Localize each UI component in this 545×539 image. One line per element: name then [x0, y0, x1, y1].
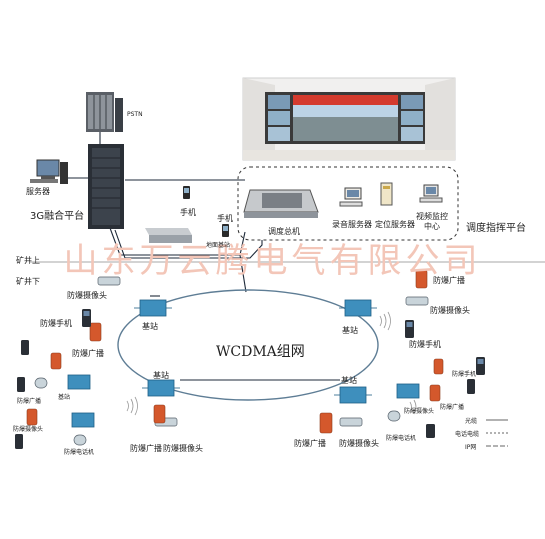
ex-phone-3	[476, 357, 485, 375]
camera-6	[387, 410, 401, 422]
camera-2	[405, 296, 429, 306]
broadcasts	[26, 269, 444, 434]
video-center-label: 视频监控中心	[416, 212, 448, 231]
dispatch-console	[243, 189, 319, 218]
base-station-4	[334, 386, 372, 404]
wcdma-ring	[117, 289, 379, 401]
watermark: 山东万云腾电气有限公司	[63, 241, 482, 281]
base-station-1	[134, 299, 172, 317]
ex-broadcast-label-3: 防爆广播	[130, 444, 162, 453]
legend-lines	[486, 419, 508, 447]
mine-up-label: 矿井上	[16, 256, 40, 265]
ex-phone-6	[467, 379, 475, 394]
server-label: 服务器	[26, 187, 50, 196]
ex-camera-label-3: 防爆摄像头	[163, 444, 203, 453]
base-stations	[67, 299, 420, 428]
cables	[62, 130, 340, 381]
broadcast-3	[153, 404, 166, 424]
broadcast-2	[415, 269, 428, 289]
ground-bs-label: 地面基站	[206, 242, 231, 249]
network-label: WCDMA组网	[216, 344, 305, 360]
broadcast-7	[429, 384, 441, 402]
ex-camera-label-4: 防爆摄像头	[339, 439, 379, 448]
video-center	[419, 184, 443, 203]
broadcast-6	[26, 408, 38, 426]
phone-top-icon	[183, 186, 190, 199]
legend-ip-net-label: IP网	[465, 444, 477, 451]
broadcast-5	[50, 352, 62, 370]
ex-phone-label-1: 防爆手机	[40, 319, 72, 328]
dispatch-hall-image	[242, 77, 456, 161]
base-station-6	[67, 374, 91, 390]
small-label-4: 防爆电话机	[64, 449, 95, 456]
legend-tel-cable-label: 电话电缆	[455, 431, 480, 438]
console-label: 调度总机	[268, 227, 300, 236]
ex-camera-label-1: 防爆摄像头	[67, 291, 107, 300]
ex-phone-1	[82, 309, 91, 327]
ex-broadcast-label-2: 防爆广播	[433, 276, 465, 285]
ex-phone-7	[15, 434, 23, 449]
broadcast-1	[89, 322, 102, 342]
location-server	[380, 182, 393, 206]
bs-label-4: 基站	[341, 376, 357, 385]
camera-7	[73, 434, 87, 446]
ex-phone-5	[17, 377, 25, 392]
small-label-6: 防爆广播	[440, 404, 465, 411]
base-station-5	[396, 383, 420, 399]
ground-base-station	[145, 228, 192, 243]
ex-phones	[15, 309, 485, 449]
loc-server-label: 定位服务器	[375, 220, 415, 229]
small-label-3: 防爆摄像头	[13, 426, 44, 433]
dispatch-platform-label: 调度指挥平台	[466, 223, 526, 234]
broadcast-8	[433, 358, 444, 375]
broadcast-4	[319, 412, 333, 434]
ex-phone-8	[426, 424, 435, 438]
camera-1	[97, 276, 121, 286]
server-computer	[30, 159, 68, 184]
ex-phone-4	[21, 340, 29, 355]
camera-4	[339, 417, 363, 427]
ex-camera-label-2: 防爆摄像头	[430, 306, 470, 315]
pstn-label: PSTN	[127, 111, 143, 118]
cameras	[34, 276, 429, 446]
base-station-2	[339, 299, 377, 317]
bs-label-2: 基站	[342, 326, 358, 335]
platform-cabinet	[88, 144, 124, 229]
ex-broadcast-label-1: 防爆广播	[72, 349, 104, 358]
bs-label-1: 基站	[142, 322, 158, 331]
ex-phone-2	[405, 320, 414, 338]
signal-waves	[126, 311, 417, 416]
camera-5	[34, 377, 48, 389]
recording-server	[339, 187, 363, 207]
pstn-rack	[86, 92, 123, 132]
small-label-5: 防爆摄像头	[404, 408, 435, 415]
bs-label-3: 基站	[153, 371, 169, 380]
ex-tel-label: 防爆电话机	[386, 435, 417, 442]
ex-broadcast-label-4: 防爆广播	[294, 439, 326, 448]
phone-top2-icon	[222, 224, 229, 237]
mine-down-label: 矿井下	[16, 277, 40, 286]
small-label-1: 基站	[58, 394, 71, 401]
phone-top-label: 手机	[180, 208, 196, 217]
dispatch-boundary	[237, 166, 459, 241]
small-label-2: 防爆广播	[17, 398, 42, 405]
ex-phone-label-2: 防爆手机	[409, 340, 441, 349]
ex-phone-label-3: 防爆手机	[452, 371, 477, 378]
base-station-3	[142, 379, 180, 397]
legend-fiber-label: 光缆	[465, 418, 478, 425]
rec-server-label: 录音服务器	[332, 220, 372, 229]
phone-top2-label: 手机	[217, 214, 233, 223]
platform-3g-label: 3G融合平台	[30, 211, 85, 222]
base-station-7	[71, 412, 95, 428]
